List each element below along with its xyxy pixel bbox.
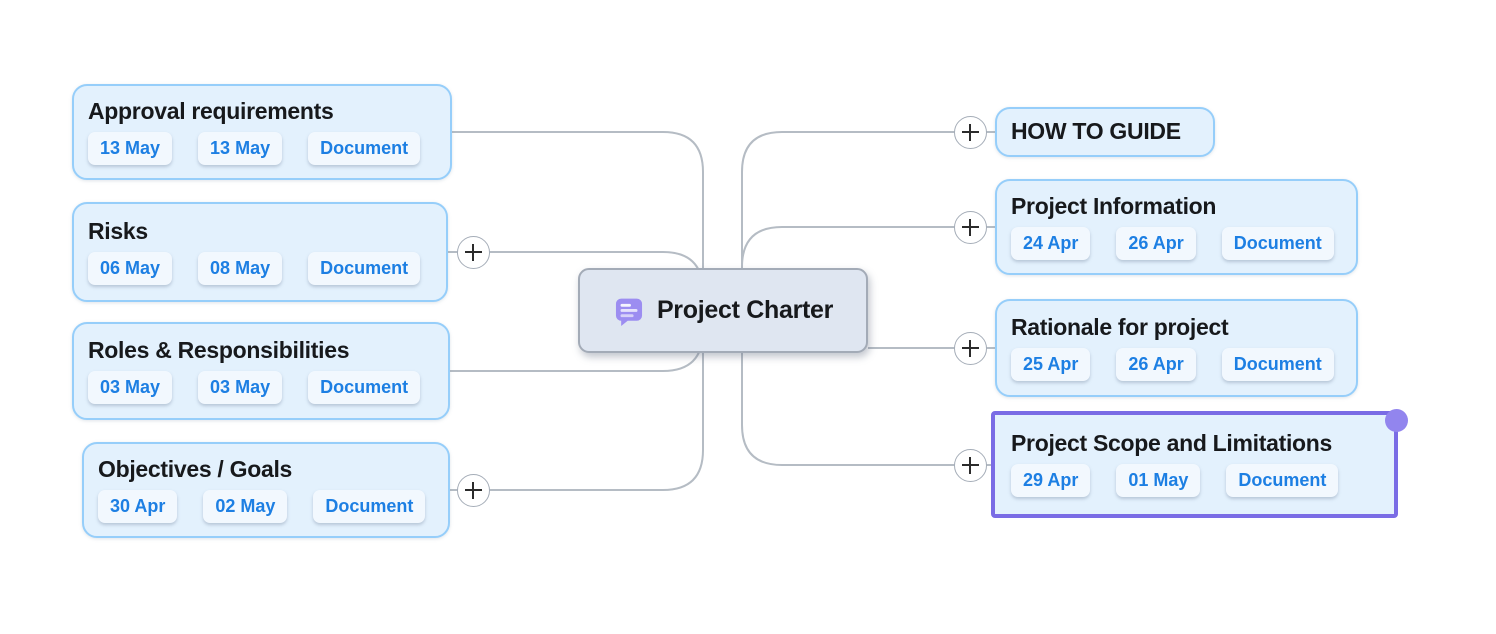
- node-title: Project Scope and Limitations: [1011, 430, 1333, 456]
- node-title: Rationale for project: [1011, 313, 1229, 340]
- badge-start-date[interactable]: 03 May: [88, 370, 173, 404]
- root-label: Project Charter: [656, 296, 834, 324]
- comment-icon: [615, 298, 642, 326]
- badge-row: 13 May 13 May Document: [88, 131, 436, 165]
- expand-toggle-project-scope[interactable]: [953, 448, 987, 482]
- node-title: Roles & Responsibilities: [88, 336, 350, 363]
- connector-objectives: [450, 320, 704, 491]
- connector-project-scope: [741, 320, 992, 466]
- node-title: HOW TO GUIDE: [1011, 117, 1181, 144]
- expand-toggle-risks[interactable]: [456, 235, 490, 269]
- badge-start-date[interactable]: 06 May: [88, 251, 173, 285]
- node-risks[interactable]: Risks 06 May 08 May Document: [72, 202, 448, 302]
- badge-document[interactable]: Document: [1221, 347, 1334, 381]
- connector-approval: [452, 131, 704, 312]
- badge-start-date[interactable]: 13 May: [88, 131, 173, 165]
- node-title: Risks: [88, 217, 148, 244]
- expand-toggle-how-to-guide[interactable]: [953, 115, 987, 149]
- badge-document[interactable]: Document: [308, 131, 421, 165]
- badge-due-date[interactable]: 03 May: [198, 370, 283, 404]
- badge-due-date[interactable]: 13 May: [198, 131, 283, 165]
- expand-toggle-project-information[interactable]: [953, 210, 987, 244]
- node-title: Objectives / Goals: [98, 455, 293, 482]
- badge-document[interactable]: Document: [308, 251, 421, 285]
- badge-row: 03 May 03 May Document: [88, 370, 434, 404]
- node-title: Approval requirements: [88, 97, 334, 124]
- badge-document[interactable]: Document: [1226, 464, 1339, 497]
- badge-document[interactable]: Document: [308, 370, 421, 404]
- badge-start-date[interactable]: 29 Apr: [1011, 464, 1091, 497]
- badge-row: 29 Apr 01 May Document: [1011, 464, 1378, 497]
- badge-row: 06 May 08 May Document: [88, 251, 432, 285]
- root-node-project-charter[interactable]: Project Charter: [578, 268, 868, 353]
- badge-due-date[interactable]: 26 Apr: [1116, 226, 1196, 260]
- node-title: Project Information: [1011, 192, 1217, 219]
- badge-due-date[interactable]: 26 Apr: [1116, 347, 1196, 381]
- expand-toggle-rationale[interactable]: [953, 331, 987, 365]
- badge-row: 30 Apr 02 May Document: [98, 489, 434, 523]
- connector-project-information: [741, 226, 996, 300]
- selection-handle[interactable]: [1385, 409, 1408, 432]
- badge-start-date[interactable]: 30 Apr: [98, 489, 178, 523]
- connector-how-to-guide: [741, 131, 996, 300]
- node-rationale-for-project[interactable]: Rationale for project 25 Apr 26 Apr Docu…: [995, 299, 1358, 397]
- badge-document[interactable]: Document: [313, 489, 426, 523]
- badge-start-date[interactable]: 24 Apr: [1011, 226, 1091, 260]
- badge-due-date[interactable]: 08 May: [198, 251, 283, 285]
- badge-due-date[interactable]: 02 May: [203, 489, 288, 523]
- node-project-scope-and-limitations[interactable]: Project Scope and Limitations 29 Apr 01 …: [991, 409, 1408, 518]
- badge-row: 24 Apr 26 Apr Document: [1011, 226, 1342, 260]
- badge-row: 25 Apr 26 Apr Document: [1011, 347, 1342, 381]
- badge-document[interactable]: Document: [1221, 226, 1334, 260]
- badge-start-date[interactable]: 25 Apr: [1011, 347, 1091, 381]
- node-project-information[interactable]: Project Information 24 Apr 26 Apr Docume…: [995, 179, 1358, 275]
- node-objectives-goals[interactable]: Objectives / Goals 30 Apr 02 May Documen…: [82, 442, 450, 538]
- node-approval-requirements[interactable]: Approval requirements 13 May 13 May Docu…: [72, 84, 452, 180]
- badge-due-date[interactable]: 01 May: [1116, 464, 1201, 497]
- expand-toggle-objectives[interactable]: [456, 473, 490, 507]
- node-how-to-guide[interactable]: HOW TO GUIDE: [995, 107, 1215, 157]
- node-roles-responsibilities[interactable]: Roles & Responsibilities 03 May 03 May D…: [72, 322, 450, 420]
